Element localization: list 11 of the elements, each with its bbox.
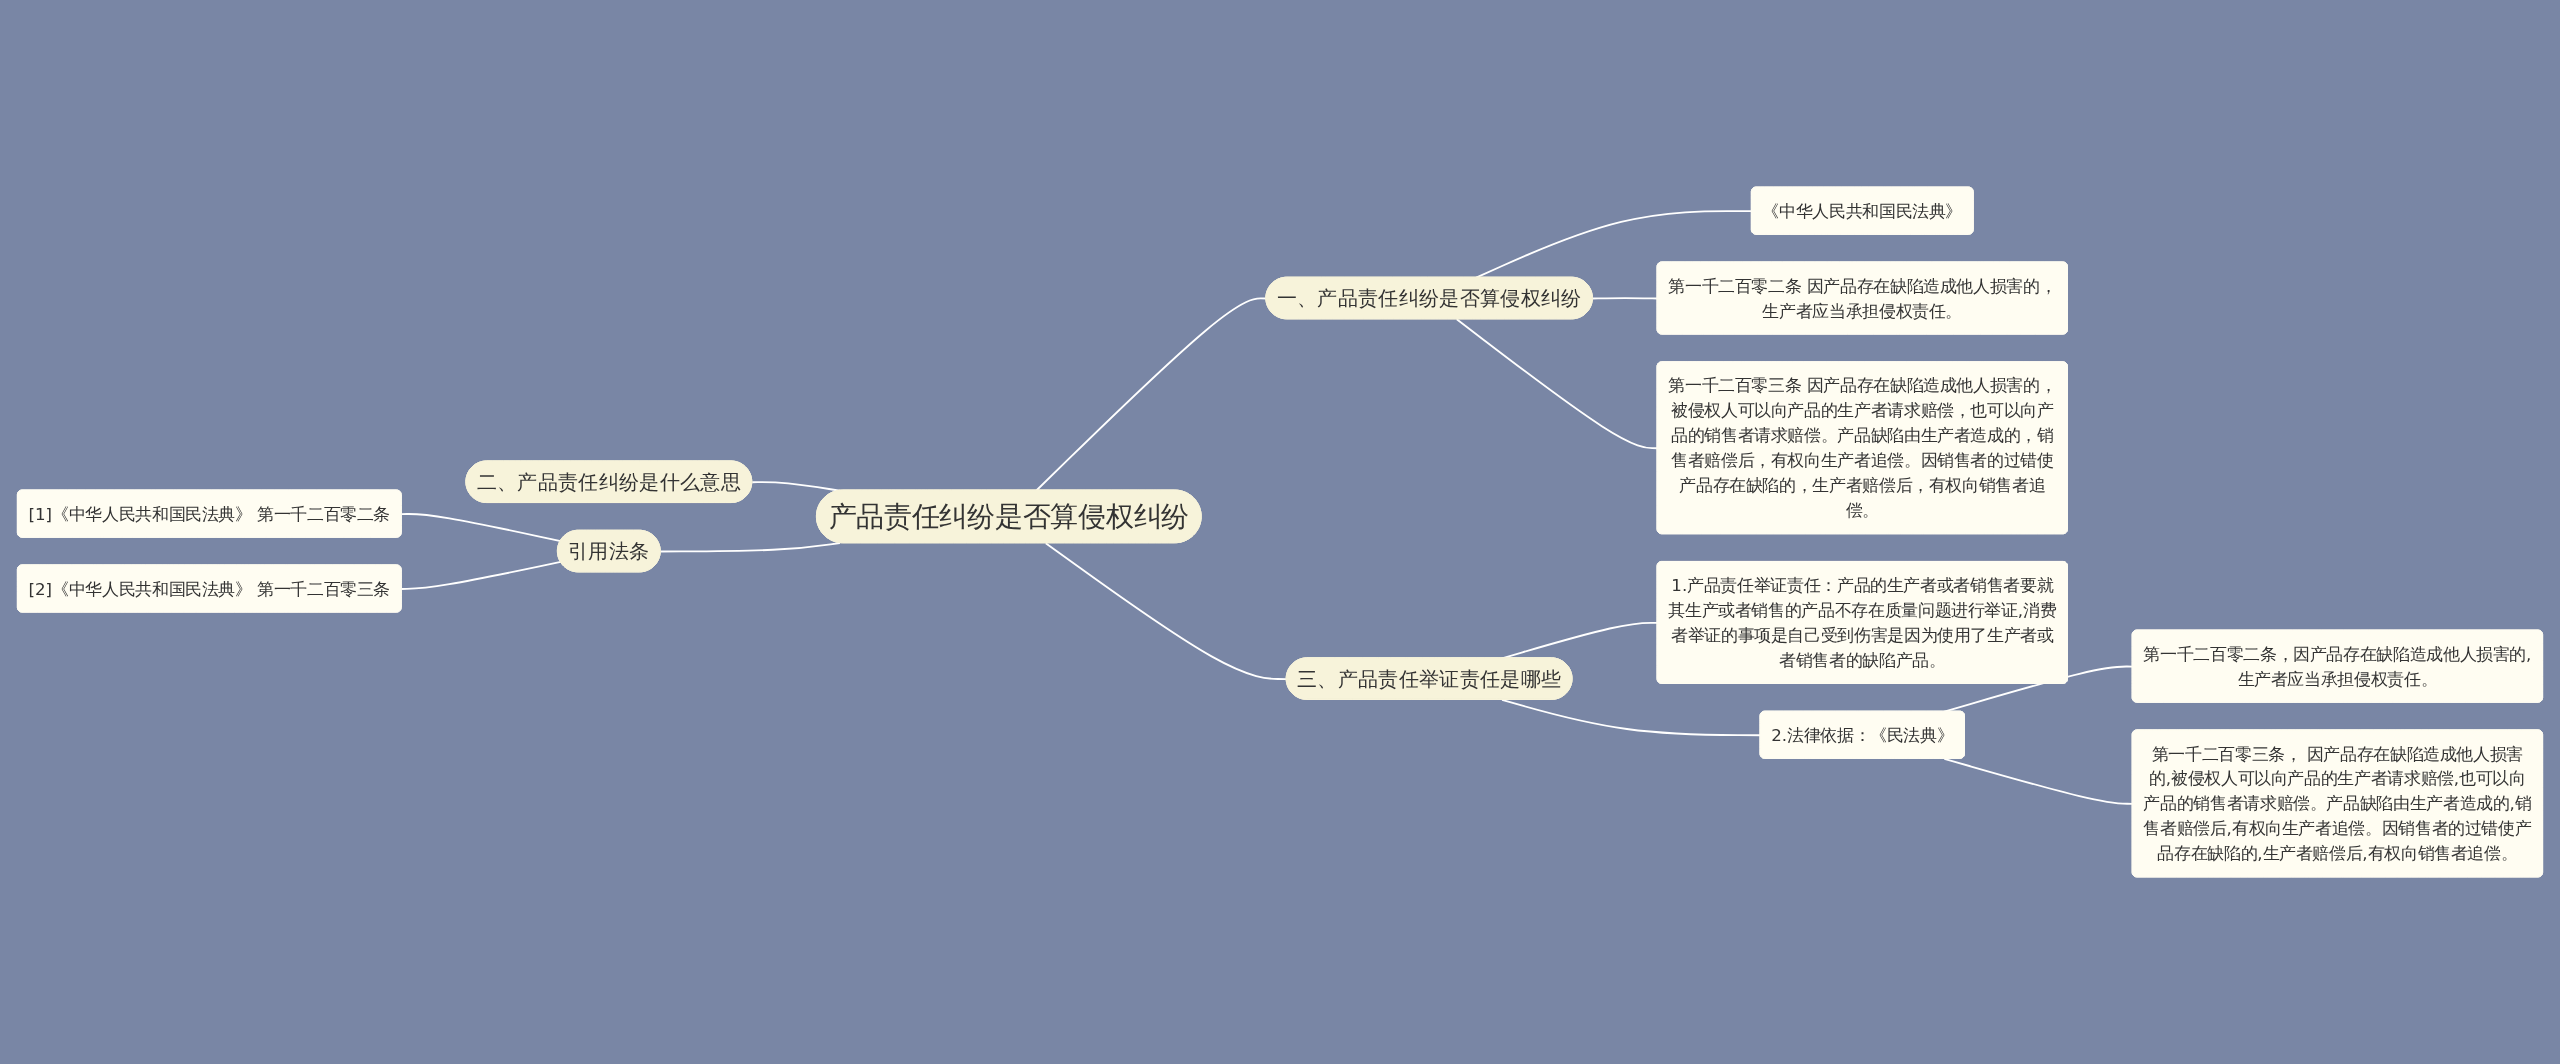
connector [400, 513, 562, 543]
connector [751, 481, 841, 492]
connector [400, 561, 562, 590]
connector [1943, 757, 2134, 805]
connector [1501, 698, 1762, 737]
connector [659, 542, 841, 553]
connector [1475, 210, 1753, 279]
connector [1044, 542, 1288, 680]
connector [1591, 297, 1659, 300]
connector [1035, 297, 1268, 492]
connector [1455, 318, 1659, 450]
